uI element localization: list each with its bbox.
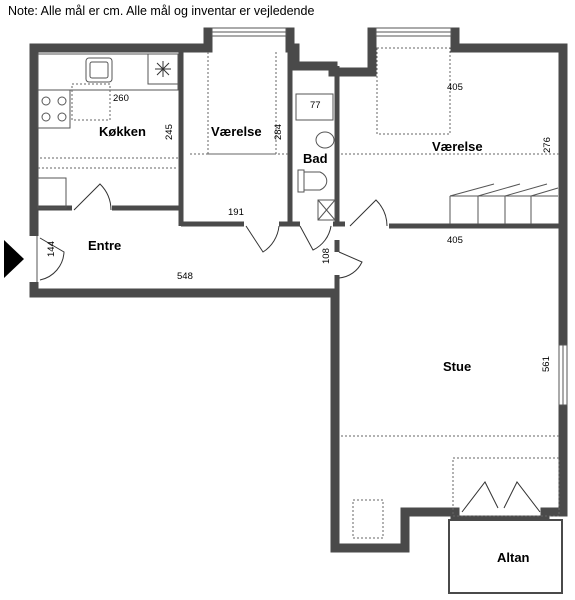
balcony-outline — [448, 519, 563, 594]
dim-bedroom2-top: 405 — [447, 82, 463, 93]
toilet-icon — [303, 171, 328, 191]
kitchen-cabinet — [37, 177, 67, 209]
entrance-arrow-icon — [4, 240, 24, 278]
washbasin-icon — [315, 131, 335, 149]
plan-note: Note: Alle mål er cm. Alle mål og invent… — [8, 4, 315, 18]
bath-washer — [317, 199, 336, 221]
bedroom2-furniture — [40, 47, 560, 224]
dim-bedroom2-height: 276 — [542, 137, 553, 153]
kitchen-counter — [37, 53, 179, 209]
room-label-kitchen: Køkken — [99, 124, 146, 139]
balcony-door — [461, 481, 541, 513]
dim-bedroom1-width: 191 — [228, 207, 244, 218]
kitchen-door — [73, 183, 112, 211]
bath-fixtures — [295, 93, 336, 221]
living-door — [338, 251, 363, 279]
dim-kitchen-height: 245 — [164, 124, 175, 140]
window-bedroom2 — [375, 27, 452, 37]
fan-icon — [155, 61, 171, 77]
window-living — [558, 344, 568, 406]
dim-entrance-width: 548 — [177, 271, 193, 282]
sink-icon — [85, 57, 113, 83]
room-label-entrance: Entre — [88, 238, 121, 253]
dim-bedroom2-width: 405 — [447, 235, 463, 246]
entrance-door — [39, 237, 65, 281]
outer-wall — [29, 27, 568, 553]
bedroom1-door — [245, 225, 280, 253]
room-label-bedroom2: Værelse — [432, 139, 483, 154]
bath-shower — [295, 93, 334, 121]
stove-icon — [37, 89, 71, 129]
room-label-bath: Bad — [303, 151, 328, 166]
entrance-opening — [29, 236, 39, 282]
room-label-living: Stue — [443, 359, 471, 374]
window-bedroom1 — [211, 27, 287, 37]
dim-living-height: 561 — [541, 356, 552, 372]
kitchen-table-outline — [71, 83, 111, 121]
dim-bath-width: 108 — [321, 248, 332, 264]
room-label-balcony: Altan — [497, 550, 530, 565]
dim-bath-top: 77 — [310, 100, 321, 111]
bedroom2-door — [349, 199, 388, 227]
dim-kitchen-width: 260 — [113, 93, 129, 104]
dim-bedroom1-height: 284 — [273, 124, 284, 140]
living-furniture — [341, 435, 560, 539]
dim-entrance-height: 144 — [46, 241, 57, 257]
bath-door — [299, 225, 332, 251]
room-label-bedroom1: Værelse — [211, 124, 262, 139]
